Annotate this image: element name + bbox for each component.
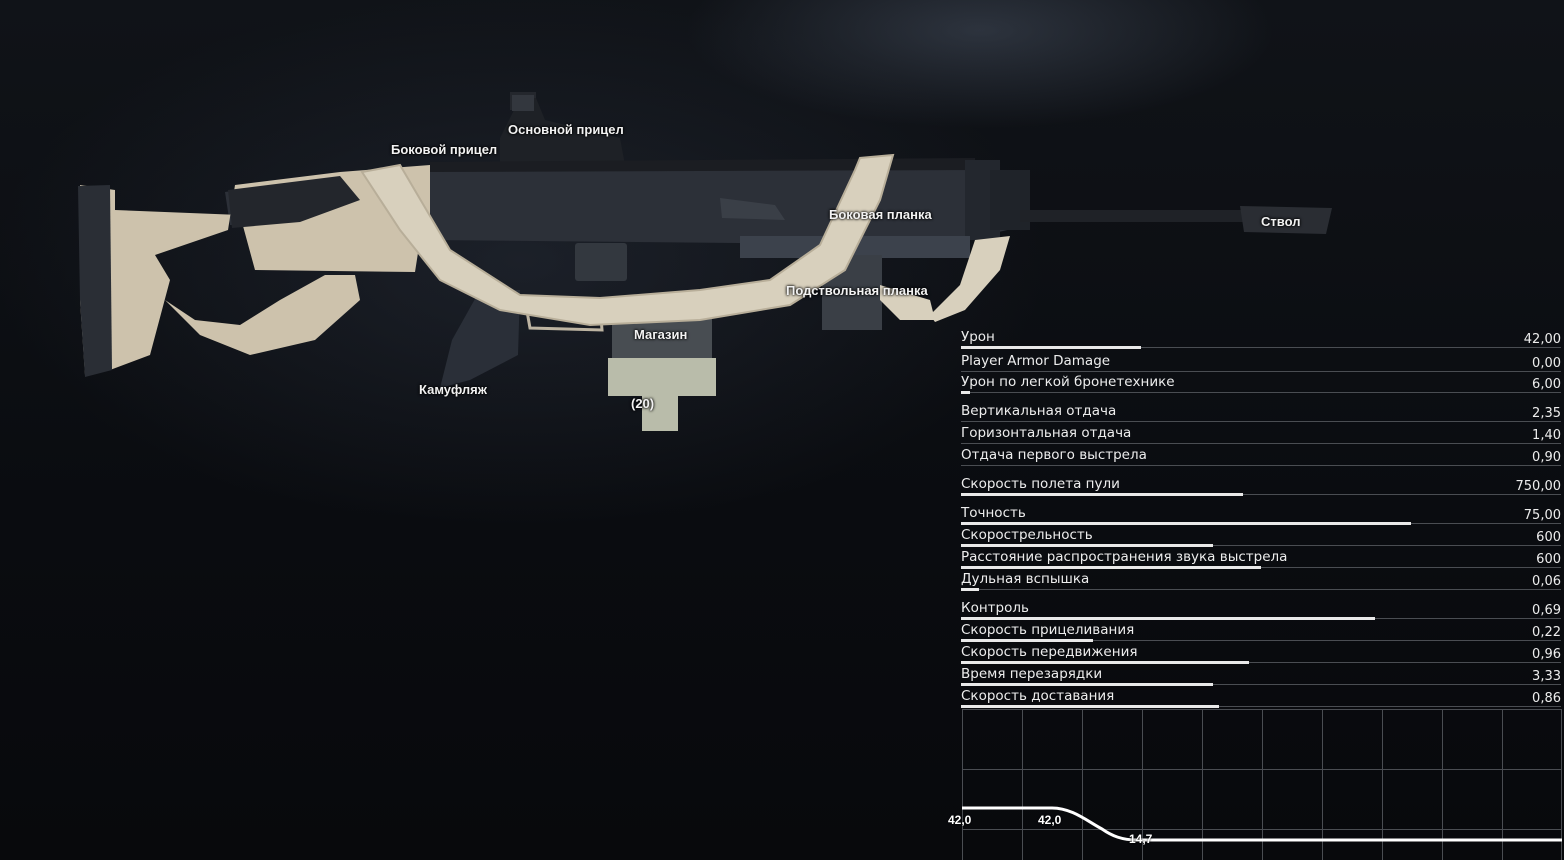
- stat-track: [961, 567, 1561, 568]
- stat-label: Скорость доставания: [961, 688, 1115, 704]
- stat-row-light-vehicle-damage: Урон по легкой бронетехнике 6,00: [958, 373, 1563, 395]
- stat-row-horizontal-recoil: Горизонтальная отдача 1,40: [958, 424, 1563, 446]
- stat-track: [961, 545, 1561, 546]
- stat-track: [961, 421, 1561, 422]
- stat-value: 42,00: [1523, 332, 1561, 347]
- stat-label: Player Armor Damage: [961, 353, 1111, 369]
- stat-track: [961, 662, 1561, 663]
- stat-value: 75,00: [1523, 508, 1561, 523]
- stat-label: Скорость передвижения: [961, 644, 1138, 660]
- stat-track: [961, 494, 1561, 495]
- stat-bar: [961, 544, 1213, 547]
- attachment-underbarrel-rail-label[interactable]: Подствольная планка: [786, 283, 928, 298]
- stat-track: [961, 443, 1561, 444]
- stat-track: [961, 465, 1561, 466]
- attachment-magazine-label[interactable]: Магазин: [634, 327, 688, 342]
- stat-value: 600: [1536, 530, 1561, 545]
- stat-label: Горизонтальная отдача: [961, 425, 1132, 441]
- grip-model[interactable]: [440, 290, 520, 388]
- stat-label: Точность: [961, 505, 1026, 521]
- stat-label: Скорость прицеливания: [961, 622, 1135, 638]
- stat-track: [961, 706, 1561, 707]
- stat-track: [961, 371, 1561, 372]
- magazine-capacity-label: (20): [631, 396, 655, 411]
- stat-track: [961, 392, 1561, 393]
- falloff-curve: [962, 806, 1562, 842]
- stat-label: Урон: [961, 329, 995, 345]
- sling-model[interactable]: [360, 153, 1010, 327]
- stat-bar: [961, 639, 1093, 642]
- falloff-grid: [962, 709, 1562, 860]
- stat-row-ads-speed: Скорость прицеливания 0,22: [958, 621, 1563, 643]
- stat-row-first-shot-recoil: Отдача первого выстрела 0,90: [958, 446, 1563, 468]
- stat-track: [961, 589, 1561, 590]
- magazine-model[interactable]: [608, 318, 716, 431]
- stat-track: [961, 640, 1561, 641]
- attachment-camouflage-label[interactable]: Камуфляж: [419, 382, 487, 397]
- stat-track: [961, 347, 1561, 348]
- stat-row-sound-range: Расстояние распространения звука выстрел…: [958, 548, 1563, 570]
- stat-bar: [961, 705, 1219, 708]
- stat-label: Скорость полета пули: [961, 476, 1120, 492]
- stat-value: 750,00: [1515, 479, 1562, 494]
- stat-bar: [961, 617, 1375, 620]
- falloff-label-min: 14,7: [1129, 832, 1153, 846]
- stat-label: Скорострельность: [961, 527, 1093, 543]
- stat-track: [961, 684, 1561, 685]
- stat-row-accuracy: Точность 75,00: [958, 504, 1563, 526]
- stat-value: 0,06: [1532, 574, 1561, 589]
- stat-bar: [961, 588, 979, 591]
- stat-row-draw-speed: Скорость доставания 0,86: [958, 687, 1563, 709]
- stat-bar: [961, 391, 970, 394]
- stat-value: 1,40: [1532, 428, 1561, 443]
- stat-bar: [961, 683, 1213, 686]
- stat-label: Отдача первого выстрела: [961, 447, 1147, 463]
- stat-row-player-armor-damage: Player Armor Damage 0,00: [958, 352, 1563, 374]
- stat-row-vertical-recoil: Вертикальная отдача 2,35: [958, 402, 1563, 424]
- damage-falloff-graph: 42,0 42,0 14,7: [948, 709, 1562, 860]
- stat-row-damage: Урон 42,00: [958, 328, 1563, 350]
- stat-row-movement-speed: Скорость передвижения 0,96: [958, 643, 1563, 665]
- main-sight-model[interactable]: [500, 92, 625, 165]
- stat-value: 0,96: [1532, 647, 1561, 662]
- stat-value: 0,90: [1532, 450, 1561, 465]
- stat-row-control: Контроль 0,69: [958, 599, 1563, 621]
- falloff-label-start: 42,0: [948, 813, 972, 827]
- stat-label: Контроль: [961, 600, 1029, 616]
- stat-label: Расстояние распространения звука выстрел…: [961, 549, 1288, 565]
- stat-label: Урон по легкой бронетехнике: [961, 374, 1175, 390]
- stat-row-rate-of-fire: Скорострельность 600: [958, 526, 1563, 548]
- stat-row-reload-time: Время перезарядки 3,33: [958, 665, 1563, 687]
- attachment-barrel-label[interactable]: Ствол: [1261, 214, 1301, 229]
- stat-bar: [961, 493, 1243, 496]
- stat-value: 6,00: [1532, 377, 1561, 392]
- stock-model[interactable]: [78, 165, 430, 377]
- falloff-label-mid: 42,0: [1038, 813, 1062, 827]
- stat-value: 2,35: [1532, 406, 1561, 421]
- stat-value: 0,00: [1532, 356, 1561, 371]
- stat-label: Дульная вспышка: [961, 571, 1090, 587]
- stat-value: 0,86: [1532, 691, 1561, 706]
- attachment-side-sight-label[interactable]: Боковой прицел: [391, 142, 498, 157]
- attachment-side-rail-label[interactable]: Боковая планка: [829, 207, 932, 222]
- stat-value: 0,69: [1532, 603, 1561, 618]
- stat-bar: [961, 346, 1141, 349]
- stat-bar: [961, 566, 1261, 569]
- attachment-main-sight-label[interactable]: Основной прицел: [508, 122, 624, 137]
- stat-row-muzzle-flash: Дульная вспышка 0,06: [958, 570, 1563, 592]
- stat-row-bullet-velocity: Скорость полета пули 750,00: [958, 475, 1563, 497]
- stat-bar: [961, 661, 1249, 664]
- stat-label: Вертикальная отдача: [961, 403, 1117, 419]
- stat-label: Время перезарядки: [961, 666, 1103, 682]
- stat-value: 3,33: [1532, 669, 1561, 684]
- stat-bar: [961, 522, 1411, 525]
- barrel-model[interactable]: [1020, 206, 1332, 234]
- stat-value: 0,22: [1532, 625, 1561, 640]
- stat-value: 600: [1536, 552, 1561, 567]
